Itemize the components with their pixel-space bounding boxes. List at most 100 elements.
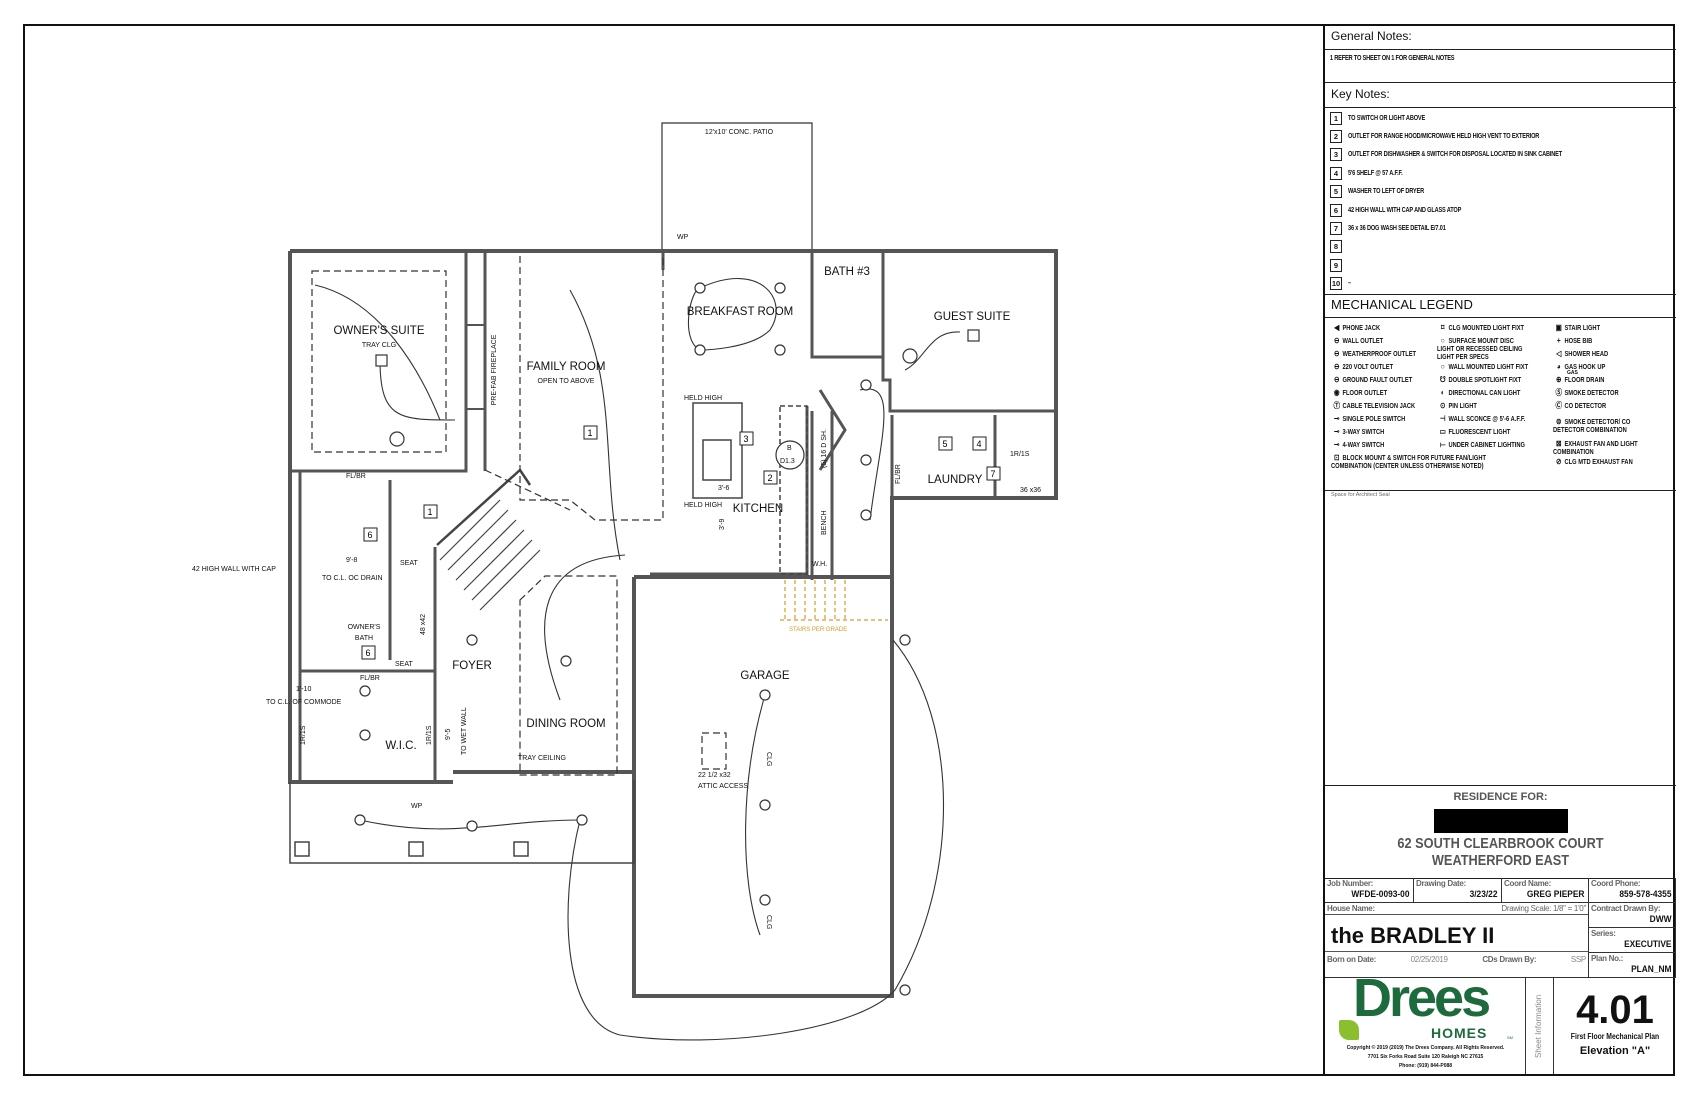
dim-3-6: 3'-6 (718, 485, 730, 492)
porch (289, 780, 635, 864)
legend-item: ◕GAS HOOK UP (1553, 363, 1651, 372)
room-dining-room: DINING ROOM (526, 718, 605, 730)
legend-item: ⊣WALL SCONCE @ 5'-6 A.F.F. (1437, 415, 1531, 424)
legend-item: ⊖WEATHERPROOF OUTLET (1331, 350, 1425, 359)
legend-item: ▣STAIR LIGHT (1553, 324, 1651, 333)
wall-outlet-icon: ⊖ (1333, 336, 1340, 345)
legend-item-label: WALL OUTLET (1342, 338, 1384, 345)
architect-seal-area: Space for Architect Seal (1325, 490, 1676, 786)
coord-name-cell: Coord Name: GREG PIEPER (1502, 878, 1589, 903)
key-note-text: 42 HIGH WALL WITH CAP AND GLASS ATOP (1348, 206, 1462, 214)
key-note-number: 7 (1330, 222, 1342, 236)
attic-size: 22 1/2 x32 (698, 772, 731, 779)
legend-item-label: SMOKE DETECTOR/ CO DETECTOR COMBINATION (1553, 419, 1631, 434)
cds-drawn-value: SSP (1570, 955, 1586, 964)
marker-1a: 1 (587, 428, 592, 438)
house-name-cell: House Name: Drawing Scale: 1/8" = 1'0" t… (1325, 903, 1589, 978)
contract-drawn-cell: Contract Drawn By: DWW (1589, 903, 1676, 928)
fireplace-label: PRE-FAB FIREPLACE (491, 334, 498, 405)
legend-item-label: STAIR LIGHT (1564, 325, 1601, 332)
clg-mounted-light-icon: ⌑ (1441, 323, 1445, 332)
legend-item: ◀PHONE JACK (1331, 324, 1425, 333)
marker-3: 3 (743, 434, 748, 444)
key-note-number: 5 (1330, 185, 1342, 199)
open-to-above-note: OPEN TO ABOVE (538, 378, 595, 385)
note-seat-1: SEAT (400, 560, 418, 567)
hose-bib-icon: + (1556, 336, 1561, 345)
key-note-text: 36 x 36 DOG WASH SEE DETAIL E/7.01 (1348, 225, 1446, 233)
wall-sconce-icon: ⊣ (1439, 414, 1446, 423)
company-phone: Phone: (919) 844-P088 (1398, 1063, 1453, 1069)
single-pole-switch-icon: ⊸ (1333, 414, 1340, 423)
room-bath-3: BATH #3 (824, 266, 870, 278)
legend-item-label: 4-WAY SWITCH (1342, 442, 1385, 449)
marker-7: 7 (990, 469, 995, 479)
key-note-number: 3 (1330, 148, 1342, 162)
smoke-detector-icon: Ⓢ (1555, 388, 1563, 397)
drees-logo-area: Drees HOMES SM Copyright © 2019 (2019) T… (1325, 971, 1526, 1074)
3-way-switch-icon: ⊸ (1333, 427, 1340, 436)
note-tray-ceiling: TRAY CEILING (518, 755, 566, 762)
sheet-info-label: Sheet Information (1534, 994, 1543, 1058)
note-flbr-1: FL/BR (346, 473, 366, 480)
legend-item-label: UNDER CABINET LIGHTING (1448, 442, 1526, 449)
copyright-text: Copyright © 2019 (2019) The Drees Compan… (1346, 1045, 1505, 1051)
legend-item: ☋DOUBLE SPOTLIGHT FIXT (1437, 376, 1531, 385)
room-guest-suite: GUEST SUITE (934, 311, 1011, 323)
coord-phone-value: 859-578-4355 (1619, 889, 1672, 900)
legend-item-label: FLUORESCENT LIGHT (1448, 429, 1511, 436)
dim-1-10: 1'-10 (296, 686, 311, 693)
legend-item: ◐DIRECTIONAL CAN LIGHT (1437, 389, 1531, 398)
redacted-owner-name (1433, 809, 1568, 833)
note-high-wall: 42 HIGH WALL WITH CAP (192, 566, 276, 573)
key-note-number: 10 (1330, 277, 1342, 291)
legend-item: ⊠EXHAUST FAN AND LIGHT COMBINATION (1553, 440, 1651, 457)
key-note-text: TO SWITCH OR LIGHT ABOVE (1348, 114, 1426, 122)
legend-item: ⊕FLOOR DRAIN (1553, 376, 1651, 385)
block-mount-icon: ⊡ (1333, 453, 1340, 462)
marker-2: 2 (767, 473, 772, 483)
residence-section: RESIDENCE FOR: 62 SOUTH CLEARBROOK COURT… (1325, 785, 1676, 879)
address-line-2: WEATHERFORD EAST (1431, 852, 1570, 869)
legend-item: ○SURFACE MOUNT DISC LIGHT OR RECESSED CE… (1437, 337, 1531, 362)
legend-item: ◁SHOWER HEAD (1553, 350, 1651, 359)
legend-item: ⊖WALL OUTLET (1331, 337, 1425, 346)
note-flbr-2: FL/BR (360, 675, 380, 682)
legend-item-label: WALL MOUNTED LIGHT FIXT (1448, 364, 1529, 371)
note-commode: TO C.L. OF COMMODE (266, 699, 342, 706)
note-oc-drain: TO C.L. OC DRAIN (322, 575, 383, 582)
dim-9-8: 9'-8 (346, 557, 358, 564)
key-note-row: 9 (1325, 256, 1676, 274)
water-heater-label: W.H. (812, 561, 827, 568)
born-on-value: 02/25/2019 (1410, 955, 1448, 964)
legend-item: ▭FLUORESCENT LIGHT (1437, 428, 1531, 437)
job-number-cell: Job Number: WFDE-0093-00 (1325, 878, 1414, 903)
exterior-walls (288, 249, 1058, 998)
co-detector-icon: Ⓒ (1555, 401, 1563, 410)
double-spotlight-icon: ☋ (1439, 375, 1446, 384)
marker-5: 5 (942, 439, 947, 449)
plan-notes: 42 HIGH WALL WITH CAP TO C.L. OC DRAIN T… (192, 234, 1041, 929)
legend-item-label: WEATHERPROOF OUTLET (1342, 351, 1417, 358)
legend-item: ⊸SINGLE POLE SWITCH (1331, 415, 1425, 424)
interior-walls (290, 251, 1056, 782)
room-owners-suite: OWNER'S SUITE (333, 325, 424, 337)
drees-logo: Drees (1353, 968, 1491, 1028)
attic-access: ATTIC ACCESS (698, 783, 748, 790)
clg-label-1: CLG (765, 752, 772, 766)
legend-item-label: SURFACE MOUNT DISC LIGHT OR RECESSED CEI… (1437, 338, 1523, 361)
tray-clg-note: TRAY CLG (362, 342, 396, 349)
marker-1b: 1 (427, 507, 432, 517)
legend-item-label: CABLE TELEVISION JACK (1342, 403, 1416, 410)
legend-item-label: GAS HOOK UP (1564, 364, 1606, 371)
legend-item-label: SMOKE DETECTOR (1564, 390, 1619, 397)
legend-item: ○WALL MOUNTED LIGHT FIXT (1437, 363, 1531, 372)
range-label: B (787, 445, 792, 452)
note-held-high-2: HELD HIGH (684, 502, 722, 509)
legend-item: ⌑CLG MOUNTED LIGHT FIXT (1437, 324, 1531, 333)
cds-drawn-label: CDs Drawn By: (1482, 955, 1537, 964)
